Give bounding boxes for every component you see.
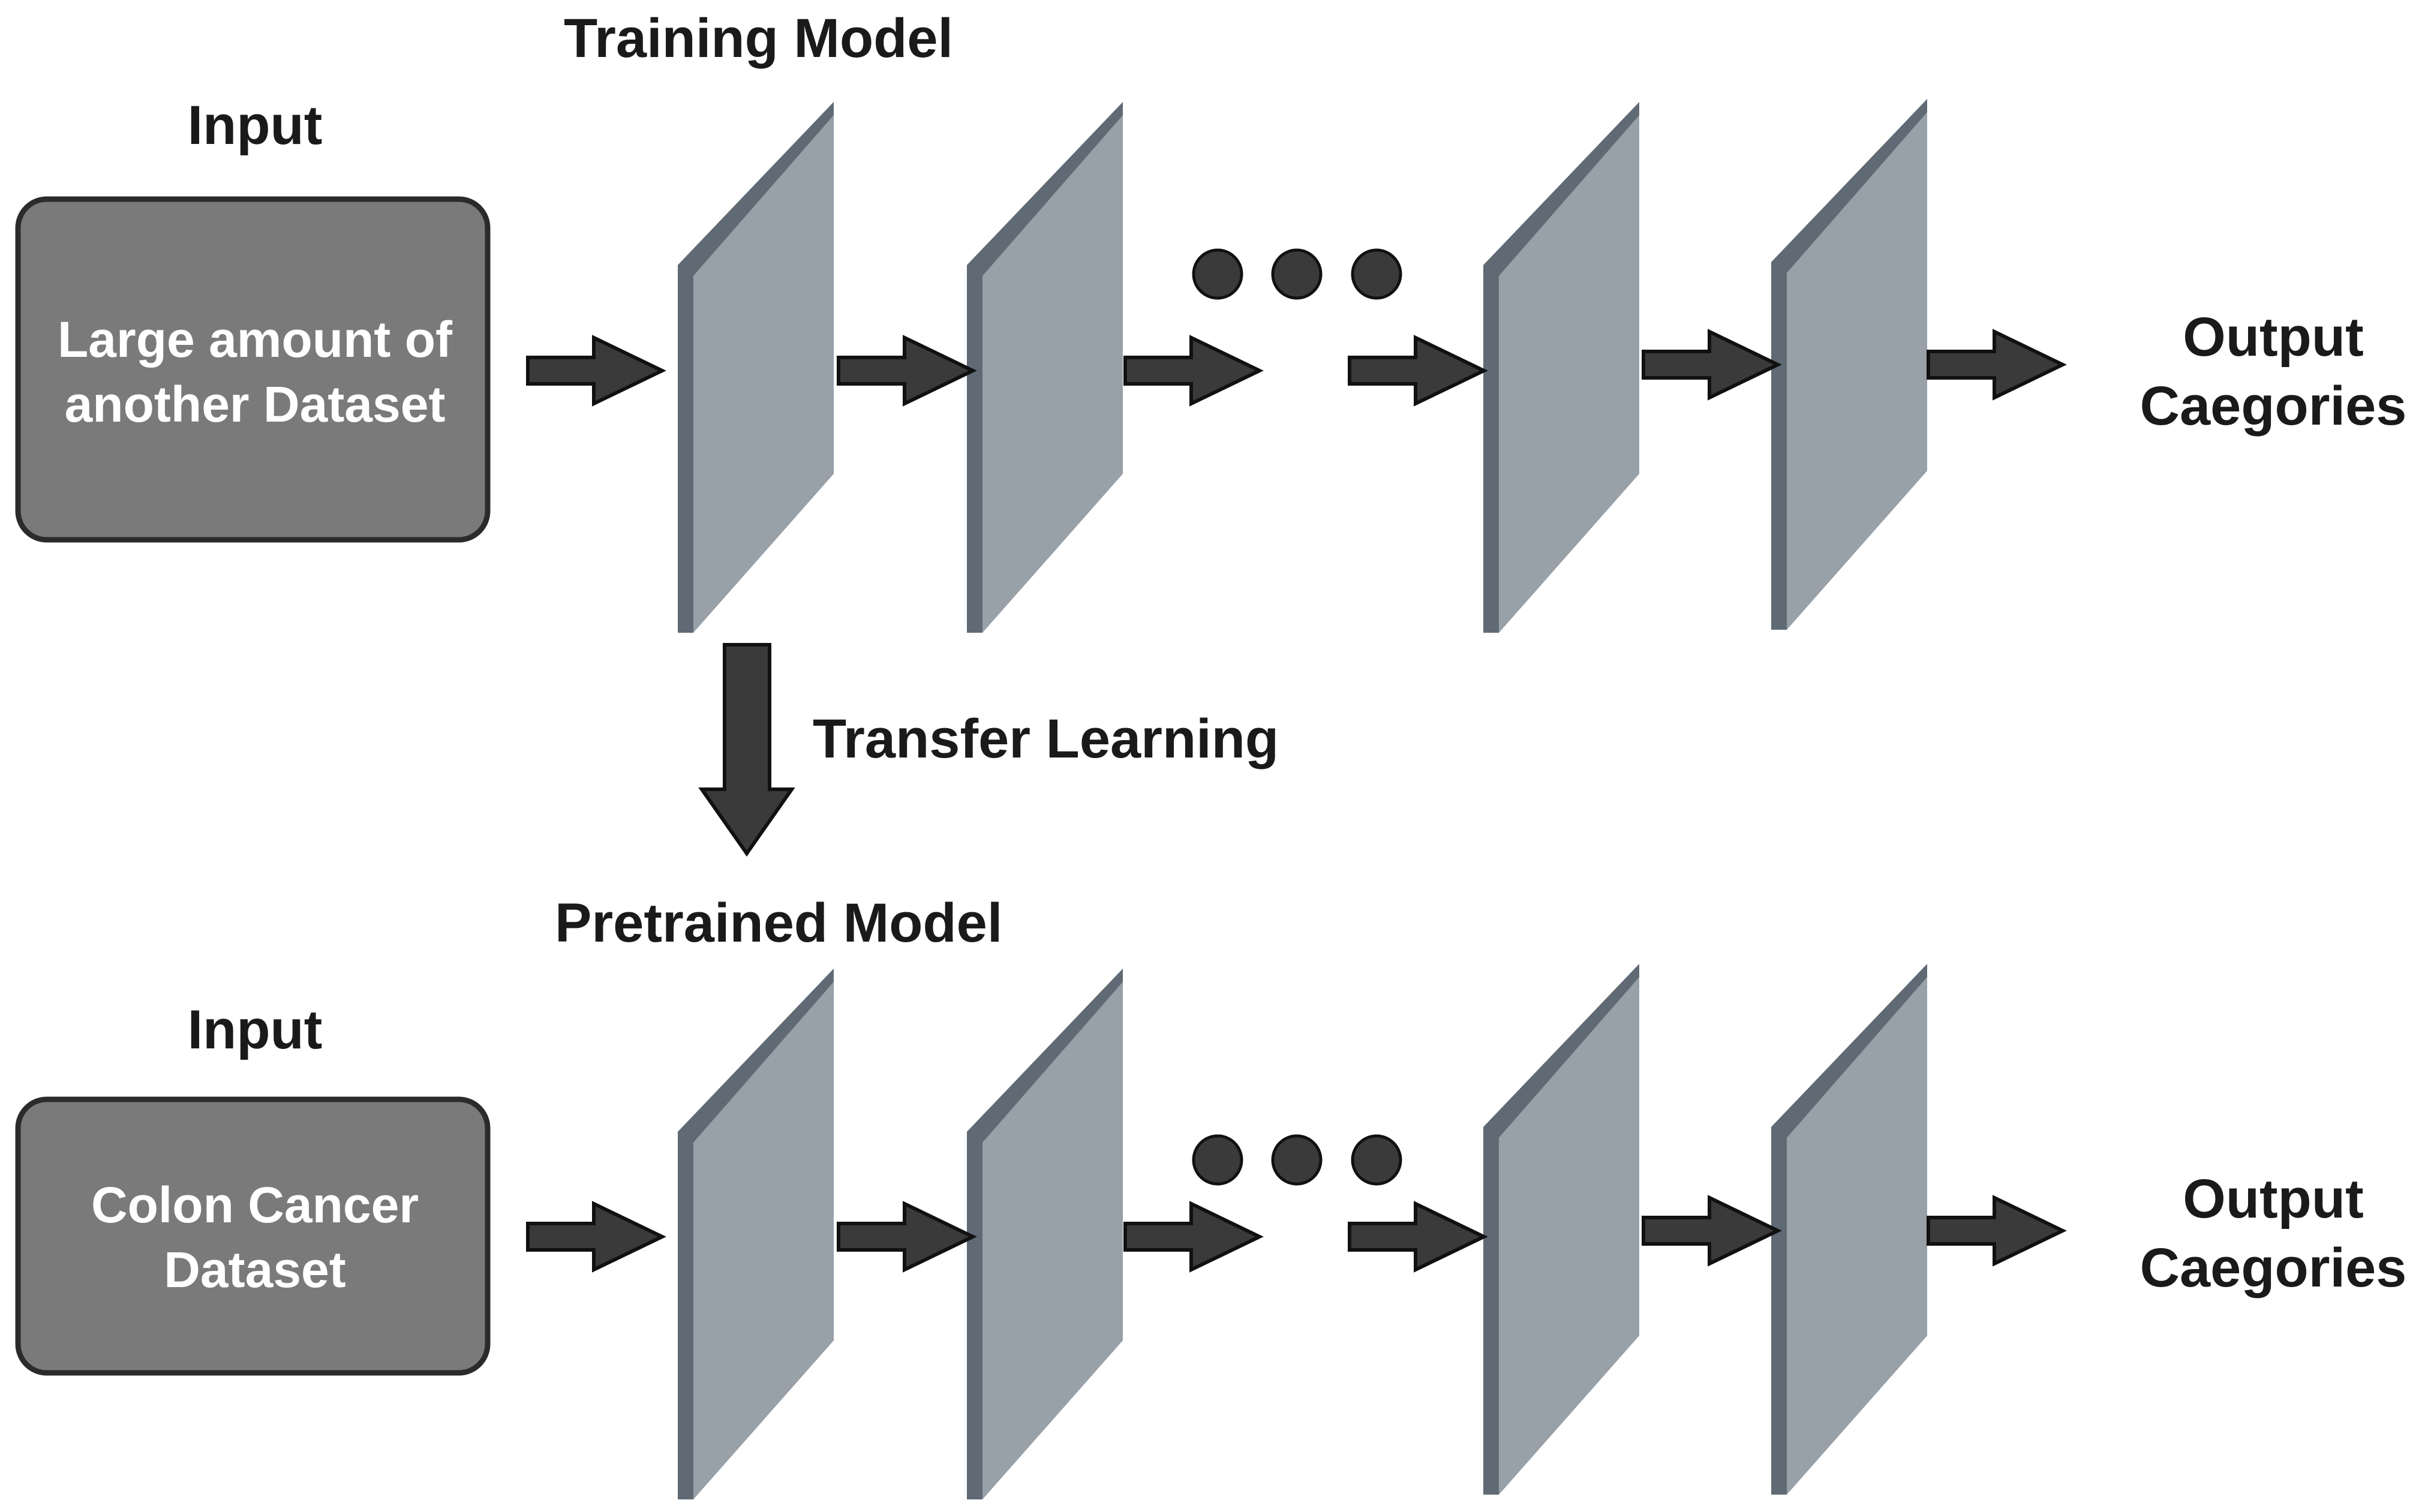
pretrained-model-title: Pretrained Model — [555, 892, 1002, 954]
ellipsis-dot — [1192, 1134, 1243, 1186]
arrow-down-icon — [698, 643, 795, 857]
ellipsis-dot — [1351, 1134, 1402, 1186]
arrow-right-icon — [1125, 338, 1260, 404]
arrow-right-icon — [1928, 332, 2063, 398]
bottom-layers — [678, 964, 1927, 1499]
bottom-input-heading: Input — [188, 999, 323, 1060]
bottom-row: Pretrained Model Input Colon Cancer Data… — [15, 892, 2407, 1499]
top-layers — [678, 99, 1927, 633]
bottom-input-box-line-1: Colon Cancer — [91, 1177, 419, 1233]
top-input-box — [15, 196, 491, 543]
arrow-right-icon — [1643, 1198, 1778, 1264]
layer-plane — [967, 969, 1123, 1499]
top-output-label-line-2: Caegories — [2140, 375, 2407, 437]
arrow-right-icon — [839, 1204, 973, 1270]
training-model-title: Training Model — [564, 8, 953, 69]
top-output-label-line-1: Output — [2183, 306, 2363, 368]
arrow-right-icon — [1125, 1204, 1260, 1270]
layer-plane — [1771, 964, 1927, 1495]
layer-plane — [1771, 99, 1927, 630]
bottom-input-box-line-2: Dataset — [164, 1242, 345, 1298]
ellipsis-dot — [1192, 248, 1243, 300]
arrow-right-icon — [839, 338, 973, 404]
bottom-input-box — [15, 1096, 491, 1376]
top-ellipsis — [1192, 248, 1402, 300]
bottom-output-label-line-2: Caegories — [2140, 1237, 2407, 1298]
arrow-right-icon — [1350, 338, 1484, 404]
top-row: Training Model Input Large amount of ano… — [15, 8, 2407, 633]
transfer-learning-label: Transfer Learning — [813, 708, 1279, 769]
arrow-right-icon — [528, 1204, 662, 1270]
arrow-right-icon — [528, 338, 662, 404]
top-input-box-line-2: another Dataset — [65, 376, 446, 432]
ellipsis-dot — [1271, 1134, 1323, 1186]
layer-plane — [967, 102, 1123, 633]
ellipsis-dot — [1351, 248, 1402, 300]
bottom-output-label-line-1: Output — [2183, 1168, 2363, 1230]
bottom-ellipsis — [1192, 1134, 1402, 1186]
layer-plane — [1483, 102, 1639, 633]
ellipsis-dot — [1271, 248, 1323, 300]
layer-plane — [678, 969, 834, 1499]
arrow-right-icon — [1643, 332, 1778, 398]
top-input-box-line-1: Large amount of — [58, 311, 453, 368]
layer-plane — [678, 102, 834, 633]
top-input-heading: Input — [188, 95, 323, 156]
arrow-right-icon — [1350, 1204, 1484, 1270]
layer-plane — [1483, 964, 1639, 1495]
arrow-right-icon — [1928, 1198, 2063, 1264]
transfer-learning-connector: Transfer Learning — [698, 643, 1279, 857]
